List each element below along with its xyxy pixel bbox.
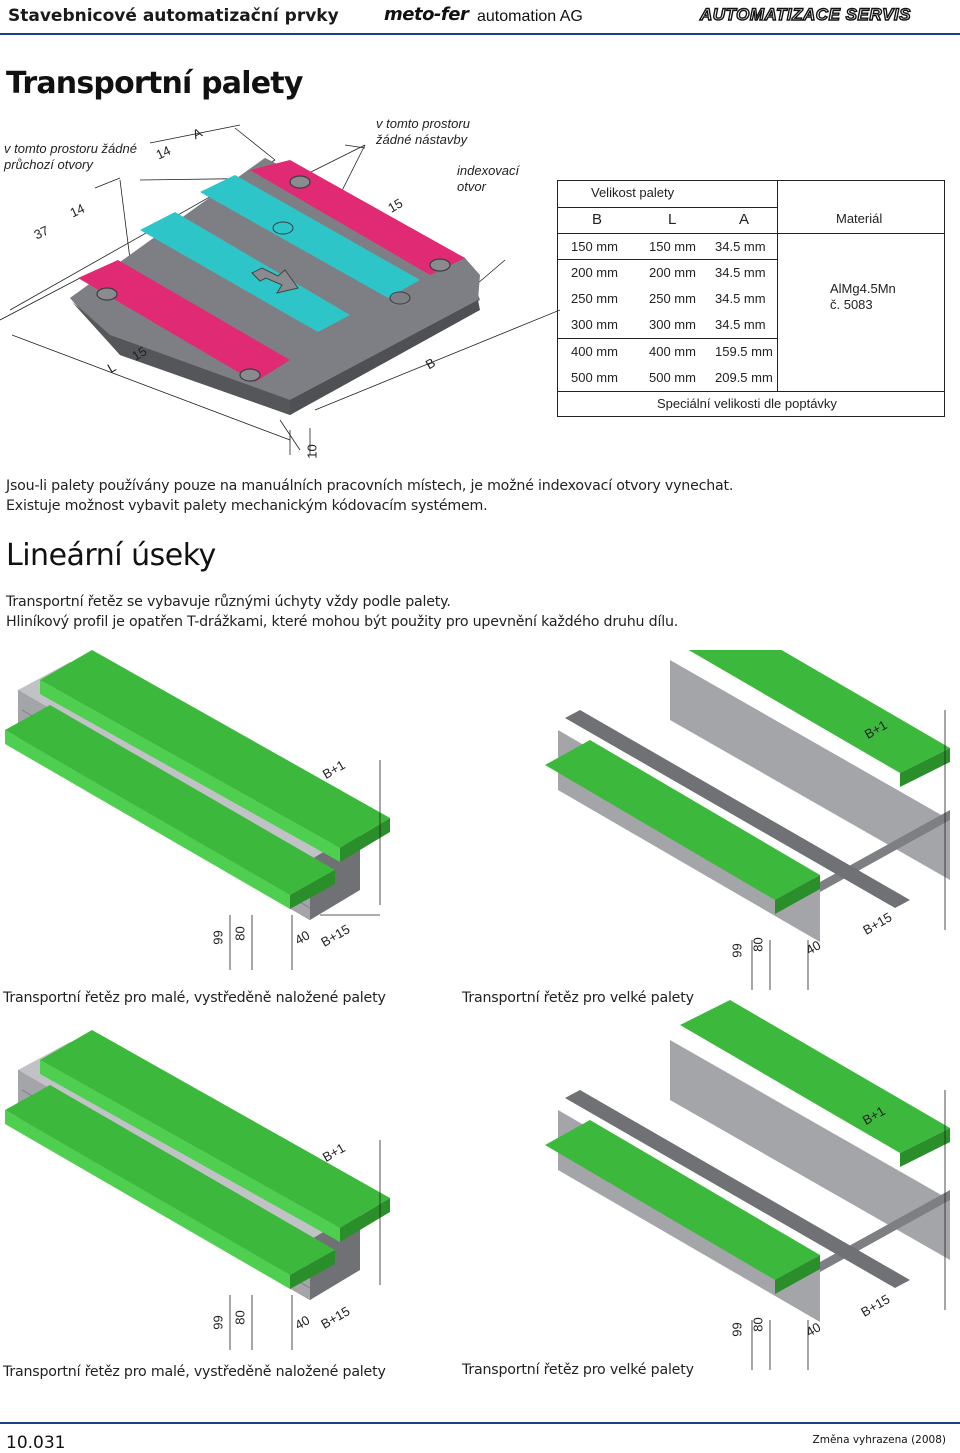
table-cell: 200 mm — [571, 265, 618, 280]
caption-large-1: Transportní řetěz pro velké palety — [462, 990, 694, 1006]
dim-99-large-1: 99 — [729, 943, 745, 958]
dim-80-small-2: 80 — [232, 1310, 248, 1325]
pallets-paragraph: Jsou-li palety používány pouze na manuál… — [6, 478, 734, 514]
dim-99-small-1: 99 — [210, 930, 226, 945]
dim-99-large-2: 99 — [729, 1322, 745, 1337]
footer-note: Změna vyhrazena (2008) — [812, 1434, 946, 1446]
table-cell: 250 mm — [571, 291, 618, 306]
header-title: Stavebnicové automatizační prvky — [8, 6, 339, 26]
brand-logo: meto-fer — [384, 4, 469, 25]
table-cell: 150 mm — [571, 239, 618, 254]
header-brand-right: AUTOMATIZACE SERVIS — [699, 4, 911, 24]
caption-large-2: Transportní řetěz pro velké palety — [462, 1362, 694, 1378]
table-cell: 150 mm — [649, 239, 696, 254]
section-title-linear: Lineární úseky — [6, 538, 216, 573]
conveyor-drawings — [4, 650, 950, 1370]
table-cell: 300 mm — [649, 317, 696, 332]
table-cell: 400 mm — [649, 344, 696, 359]
table-col-material: Materiál — [836, 211, 883, 226]
caption-small-2: Transportní řetěz pro malé, vystředěně n… — [3, 1364, 386, 1380]
dim-10: 10 — [304, 444, 320, 459]
table-cell: 34.5 mm — [715, 239, 766, 254]
annotation-no-through-holes: v tomto prostoru žádné průchozí otvory — [4, 141, 137, 172]
table-cell: 34.5 mm — [715, 265, 766, 280]
page-number: 10.031 — [6, 1433, 66, 1453]
section-title-pallets: Transportní palety — [6, 66, 303, 101]
table-cell: 500 mm — [571, 370, 618, 385]
caption-small-1: Transportní řetěz pro malé, vystředěně n… — [3, 990, 386, 1006]
table-cell: 209.5 mm — [715, 370, 773, 385]
table-cell: 400 mm — [571, 344, 618, 359]
table-cell: 159.5 mm — [715, 344, 773, 359]
table-col-l: L — [668, 211, 677, 228]
pallet-size-table: Velikost palety B L A Materiál 150 mm 15… — [557, 180, 945, 417]
table-footer: Speciální velikosti dle poptávky — [657, 396, 837, 411]
table-cell: 200 mm — [649, 265, 696, 280]
table-col-a: A — [739, 211, 750, 228]
table-cell: 34.5 mm — [715, 291, 766, 306]
dim-80-large-1: 80 — [750, 937, 766, 952]
dim-99-small-2: 99 — [210, 1315, 226, 1330]
table-col-b: B — [592, 211, 603, 228]
table-group-header: Velikost palety — [591, 185, 675, 200]
table-cell: 34.5 mm — [715, 317, 766, 332]
header-rule — [0, 33, 960, 35]
pallet-drawing — [0, 124, 560, 455]
table-material-number: č. 5083 — [830, 297, 873, 312]
annotation-no-superstructure: v tomto prostoru žádné nástavby — [376, 116, 470, 147]
annotation-index-hole: indexovací otvor — [457, 163, 520, 194]
table-cell: 500 mm — [649, 370, 696, 385]
dim-80-small-1: 80 — [232, 926, 248, 941]
linear-paragraph: Transportní řetěz se vybavuje různými úc… — [6, 594, 679, 630]
table-cell: 250 mm — [649, 291, 696, 306]
table-cell: 300 mm — [571, 317, 618, 332]
table-material-value: AlMg4.5Mn — [830, 281, 896, 296]
brand-subtitle: automation AG — [477, 8, 583, 25]
dim-80-large-2: 80 — [750, 1317, 766, 1332]
footer-rule — [0, 1422, 960, 1424]
